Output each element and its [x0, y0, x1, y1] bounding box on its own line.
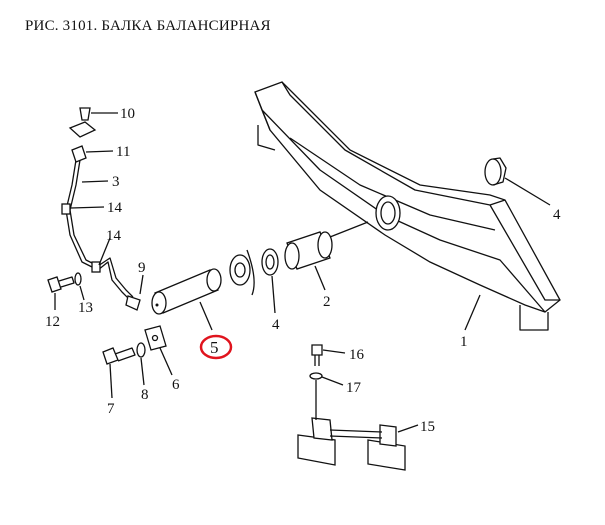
callout-9: 9: [138, 260, 146, 276]
bolt-7: [102, 347, 136, 365]
bolt-16: [311, 344, 323, 366]
callout-5: 5: [210, 338, 219, 357]
highlight-circle: [199, 334, 233, 360]
grease-pipe: [61, 159, 141, 311]
callout-17: 17: [346, 380, 362, 396]
callout-11: 11: [116, 144, 130, 160]
bolt-12: [47, 276, 75, 293]
ring-4-left: [261, 248, 279, 276]
callout-14: 14: [106, 228, 122, 244]
washer-17: [309, 372, 323, 380]
callout-3: 3: [112, 174, 120, 190]
leader-lines: [54, 112, 551, 433]
callout-13: 13: [78, 300, 93, 316]
washer-8: [136, 342, 146, 358]
callout-2: 2: [323, 294, 331, 310]
callout-7: 7: [107, 401, 115, 417]
ring-4-right: [484, 157, 507, 186]
fitting-11: [71, 145, 87, 163]
callout-14: 14: [107, 200, 123, 216]
callout-12: 12: [45, 314, 60, 330]
balance-beam: [254, 81, 561, 331]
washer-13: [74, 272, 82, 286]
pin-5: [151, 268, 222, 315]
bushing-2: [284, 231, 333, 270]
callout-16: 16: [349, 347, 365, 363]
seal: [229, 249, 255, 296]
callout-15: 15: [420, 419, 435, 435]
callout-10: 10: [120, 106, 135, 122]
callout-1: 1: [460, 334, 468, 350]
figure-title: РИС. 3101. БАЛКА БАЛАНСИРНАЯ: [25, 18, 271, 34]
callout-4: 4: [553, 207, 561, 223]
fitting-10: [68, 107, 97, 138]
callout-8: 8: [141, 387, 149, 403]
bracket-15: [297, 417, 406, 471]
callout-4: 4: [272, 317, 280, 333]
callout-6: 6: [172, 377, 180, 393]
plate-6: [144, 325, 167, 351]
